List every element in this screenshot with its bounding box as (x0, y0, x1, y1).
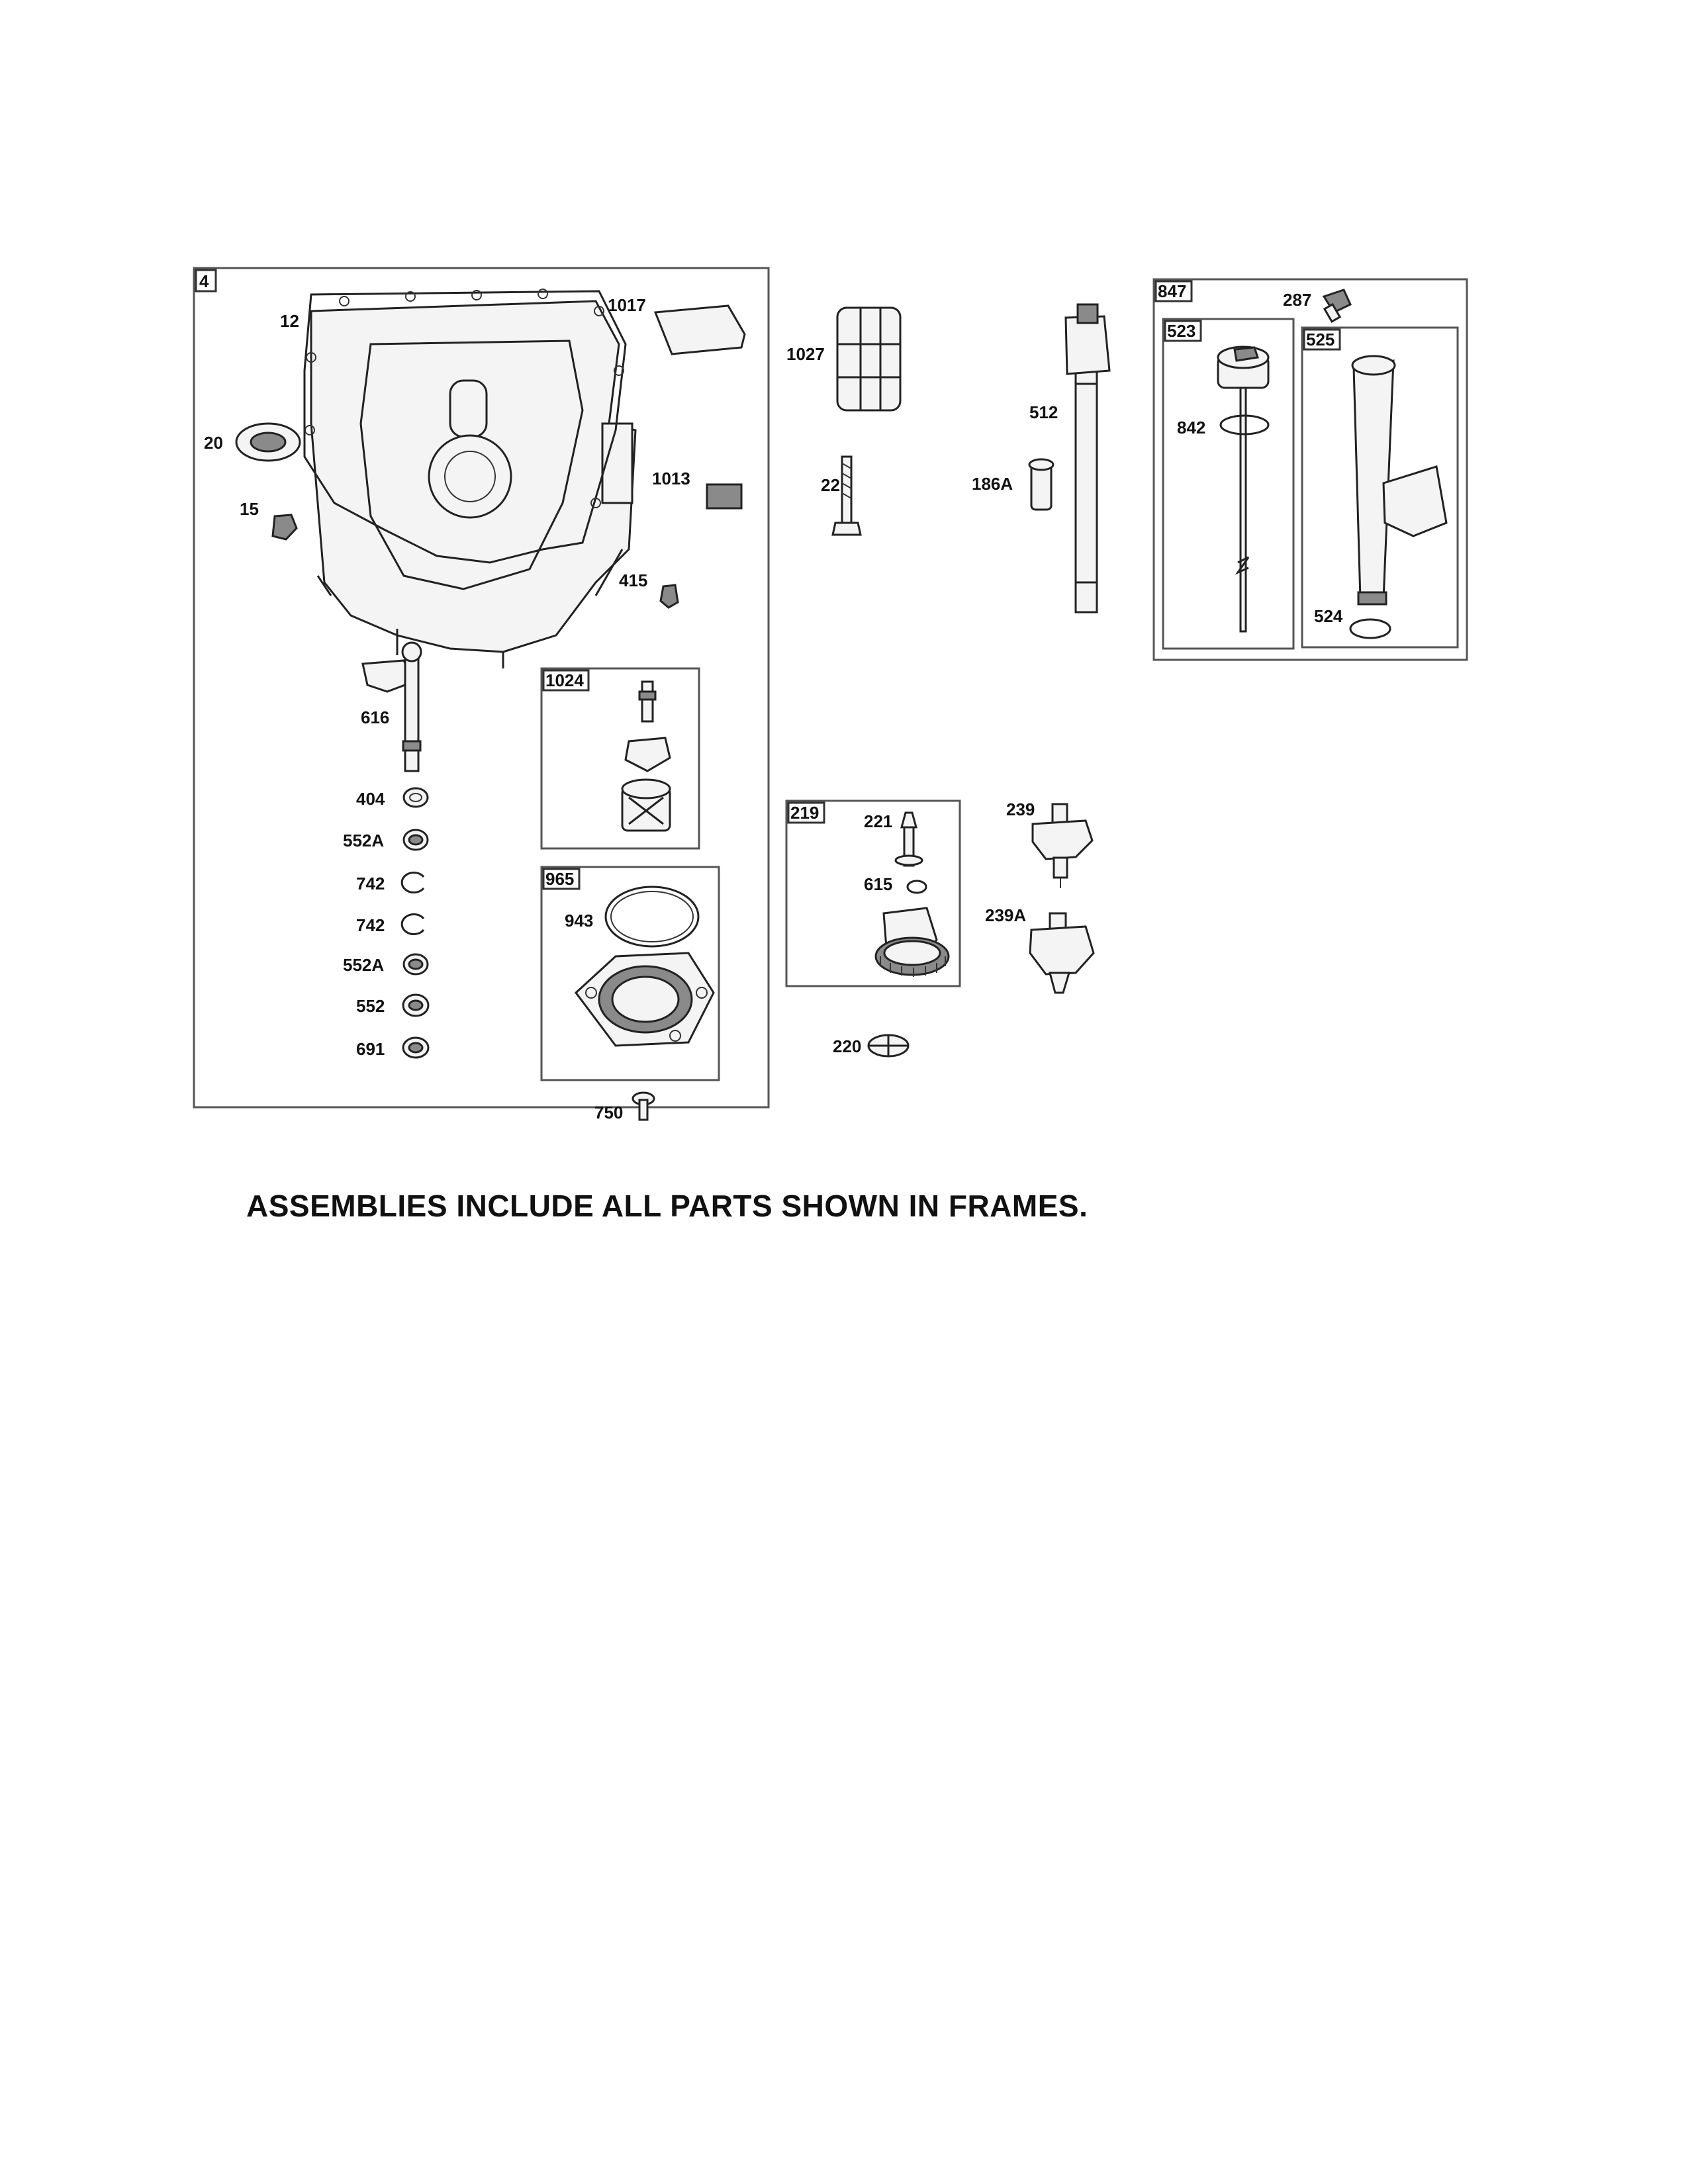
oil-filter-1027-icon (836, 306, 902, 412)
label-524: 524 (1314, 606, 1343, 626)
frame-4-tag: 4 (199, 271, 209, 291)
label-1027: 1027 (786, 344, 825, 364)
label-221: 221 (864, 811, 892, 831)
label-615: 615 (864, 874, 892, 894)
frame-523-tag: 523 (1167, 321, 1196, 341)
label-552: 552 (356, 996, 385, 1016)
switch-239-icon (1031, 803, 1094, 888)
label-512: 512 (1029, 402, 1058, 422)
label-842: 842 (1177, 418, 1205, 437)
frame-965-tag: 965 (545, 869, 574, 889)
o-ring-524-icon (1349, 618, 1391, 639)
screw-287-icon (1322, 289, 1352, 323)
screw-750-icon (632, 1091, 655, 1121)
sump-housing-icon (310, 300, 637, 668)
label-552A-2: 552A (343, 955, 384, 975)
clip-742-icon (400, 872, 425, 893)
frame-1024 (540, 667, 700, 850)
frame-219 (785, 799, 961, 987)
o-ring-842-icon (1219, 414, 1270, 435)
label-1017: 1017 (608, 295, 646, 315)
washer-220-icon (867, 1034, 910, 1058)
part-415-icon (659, 584, 679, 609)
washer-615-icon (906, 880, 927, 894)
frame-525-tag: 525 (1306, 330, 1335, 349)
label-186A: 186A (972, 474, 1013, 494)
washer-691-icon (402, 1036, 430, 1059)
label-15: 15 (240, 499, 259, 519)
frame-847-tag: 847 (1158, 281, 1186, 301)
bearing-20-icon (235, 422, 301, 462)
label-750: 750 (594, 1103, 623, 1122)
label-552A-1: 552A (343, 831, 384, 850)
gasket-12-icon (303, 290, 627, 564)
label-742-2: 742 (356, 915, 385, 935)
label-415: 415 (619, 570, 647, 590)
label-239: 239 (1006, 799, 1035, 819)
washer-552A-icon-2 (402, 953, 429, 976)
frame-219-tag: 219 (790, 803, 819, 823)
frame-1024-tag: 1024 (545, 670, 584, 690)
washer-552-icon (402, 993, 430, 1017)
governor-gear-icon (874, 907, 950, 977)
label-287: 287 (1283, 290, 1311, 310)
washer-404-icon (402, 787, 429, 808)
seal-943-icon (604, 886, 700, 948)
shaft-616-icon (361, 641, 422, 772)
label-239A: 239A (985, 905, 1026, 925)
gasket-holes (305, 289, 624, 508)
label-691: 691 (356, 1039, 385, 1059)
frame-965 (540, 866, 720, 1081)
assemblies-caption: ASSEMBLIES INCLUDE ALL PARTS SHOWN IN FR… (246, 1189, 1088, 1223)
label-1013: 1013 (652, 469, 690, 488)
label-616: 616 (361, 707, 389, 727)
part-1013-icon (706, 483, 743, 510)
frame-847 (1152, 278, 1468, 661)
bolt-22-icon (831, 455, 862, 536)
part-1017-icon (653, 304, 746, 355)
label-404: 404 (356, 789, 385, 809)
oil-pump-icon (621, 680, 671, 832)
fill-tube-icon (1351, 355, 1448, 606)
fitting-186A-icon (1028, 458, 1055, 511)
frame-523 (1162, 318, 1295, 650)
label-220: 220 (833, 1036, 861, 1056)
frame-525 (1301, 326, 1459, 649)
pin-221-icon (894, 811, 923, 867)
label-22: 22 (821, 475, 840, 495)
label-742-1: 742 (356, 874, 385, 893)
switch-239A-icon (1029, 912, 1095, 994)
label-943: 943 (565, 911, 593, 931)
cover-plate-icon (574, 952, 715, 1047)
dipstick-cap-icon (1217, 345, 1270, 633)
plug-15-icon (271, 514, 298, 541)
dipstick-tube-512-icon (1064, 303, 1111, 614)
frame-4 (193, 267, 770, 1109)
label-20: 20 (204, 433, 223, 453)
washer-552A-icon (402, 829, 429, 851)
clip-742-icon-2 (400, 913, 425, 935)
label-12: 12 (280, 311, 299, 331)
